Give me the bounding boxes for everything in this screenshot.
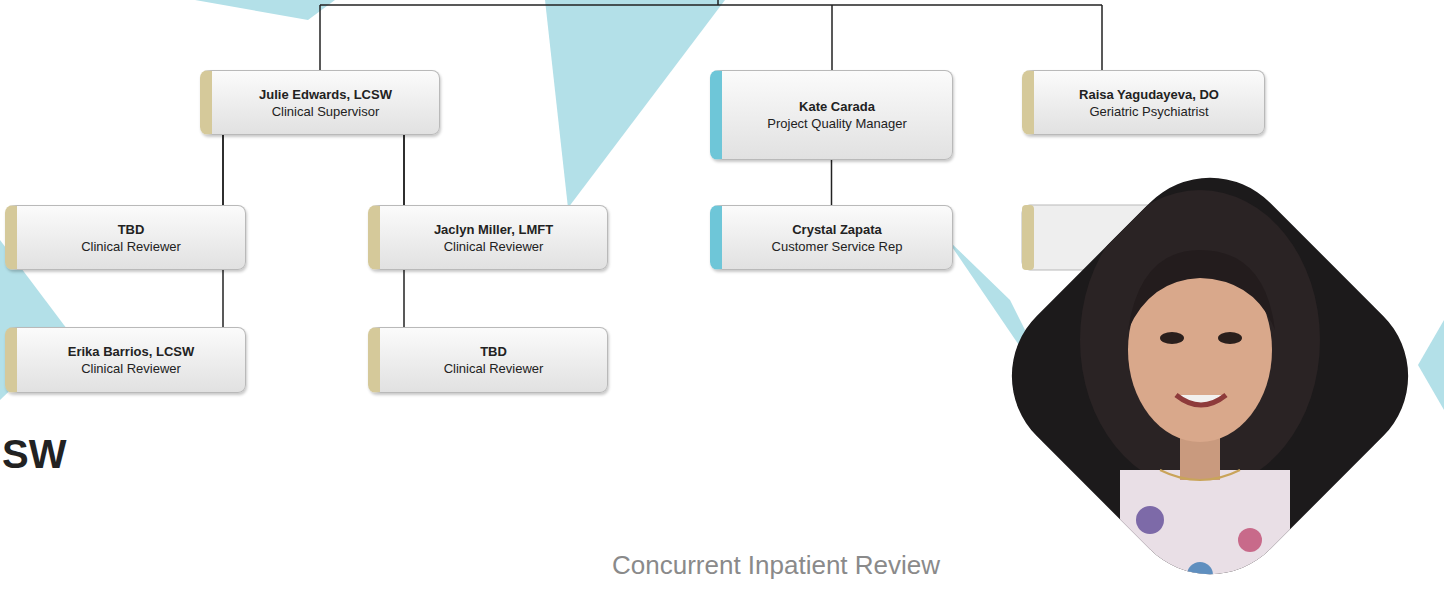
role-title: Project Quality Manager [767,115,906,132]
footer-caption: Concurrent Inpatient Review [612,550,940,581]
person-name: Raisa Yagudayeva, DO [1079,86,1219,103]
role-title: Clinical Reviewer [444,238,544,255]
person-name: Jaclyn Miller, LMFT [434,221,553,238]
org-box: Jaclyn Miller, LMFTClinical Reviewer [368,205,608,270]
org-box: TBDClinical Reviewer [5,205,246,270]
org-box: Kate CaradaProject Quality Manager [710,70,953,160]
role-title: Geriatric Psychiatrist [1089,103,1208,120]
cropped-heading: SW [2,432,66,477]
org-box: Crystal ZapataCustomer Service Rep [710,205,953,270]
callout-pointer [1418,320,1444,410]
person-name: TBD [480,343,507,360]
role-title: Clinical Reviewer [444,360,544,377]
org-box: Erika Barrios, LCSWClinical Reviewer [5,327,246,393]
person-name: Erika Barrios, LCSW [68,343,194,360]
role-title: Clinical Supervisor [272,103,380,120]
tree-lines [320,0,1102,70]
callout-pointer [195,0,335,20]
org-box: TBDClinical Reviewer [368,327,608,393]
role-title: Clinical Reviewer [81,360,181,377]
person-name: Crystal Zapata [792,221,882,238]
role-title: Customer Service Rep [772,238,903,255]
org-box: Raisa Yagudayeva, DOGeriatric Psychiatri… [1022,70,1265,135]
callout-pointer [545,0,725,208]
person-name: TBD [118,221,145,238]
person-name: Kate Carada [799,98,875,115]
role-title: Clinical Reviewer [81,238,181,255]
org-box: Julie Edwards, LCSWClinical Supervisor [200,70,440,135]
reporting-line [831,160,832,205]
person-name: Julie Edwards, LCSW [259,86,392,103]
